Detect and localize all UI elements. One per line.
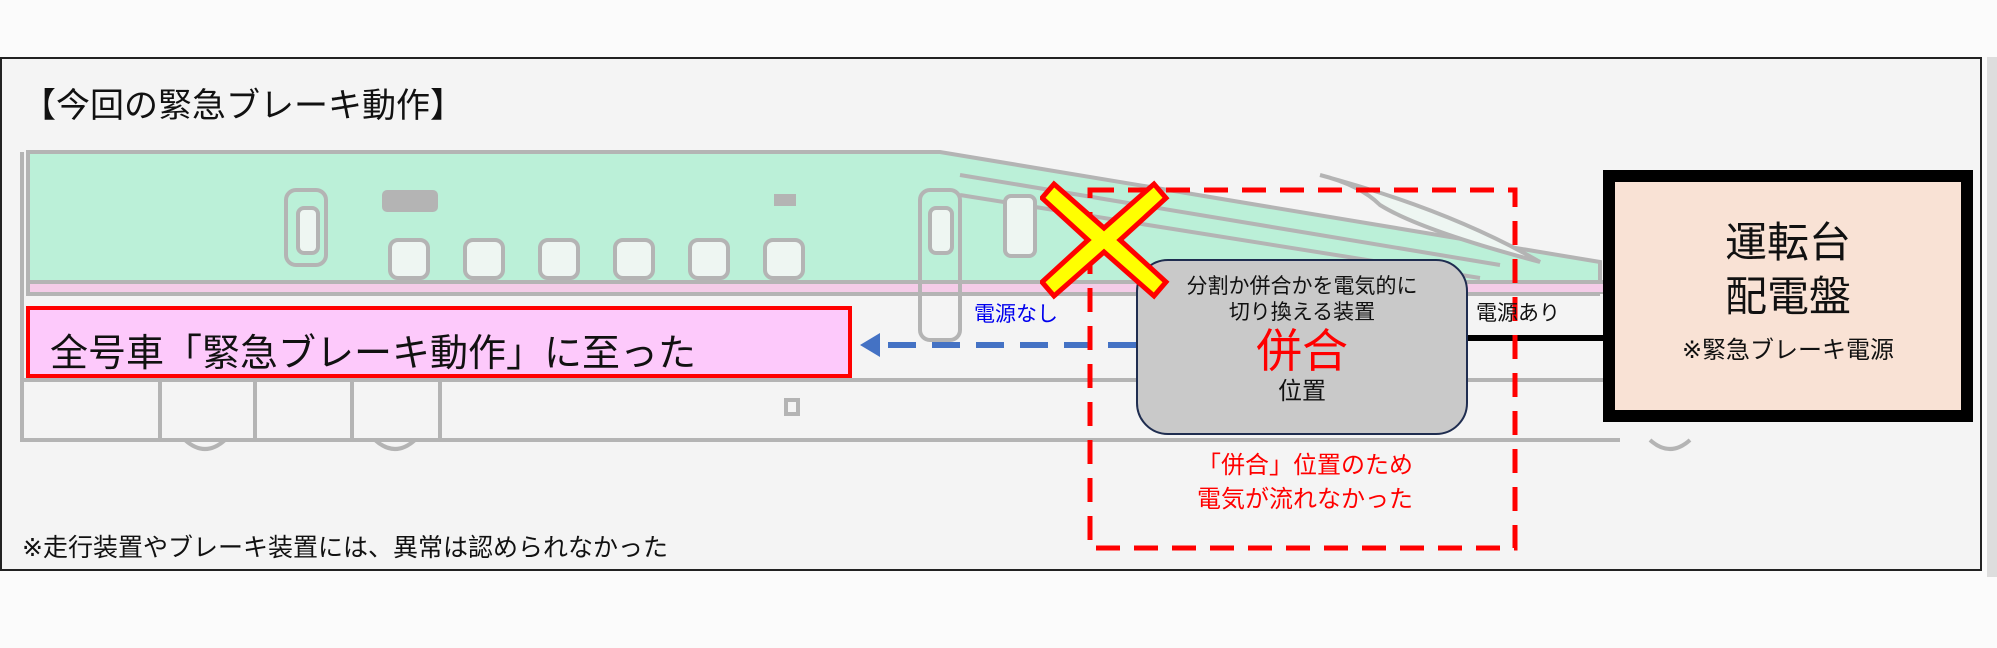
diagram-title: 【今回の緊急ブレーキ動作】 [22, 86, 464, 126]
panel-line-2: 配電盤 [1724, 272, 1851, 321]
explanation-line-1: 「併合」位置のため [1197, 451, 1413, 479]
device-description-1: 分割か併合かを電気的に [1186, 274, 1418, 298]
cross-mark-icon [1040, 180, 1170, 300]
device-state-suffix: 位置 [1278, 377, 1326, 405]
scrollbar[interactable] [1987, 57, 1997, 577]
problem-area-dashed-box [1087, 187, 1518, 551]
device-state: 併合 [1256, 324, 1348, 378]
no-power-label: 電源なし [974, 302, 1058, 326]
arrow-head-icon [860, 333, 880, 357]
cab-distribution-panel: 運転台 配電盤 ※緊急ブレーキ電源 [1603, 170, 1973, 422]
explanation-line-2: 電気が流れなかった [1197, 485, 1413, 513]
explanation-note: 「併合」位置のため 電気が流れなかった [1120, 448, 1490, 516]
device-description-2: 切り換える装置 [1228, 300, 1376, 324]
footer-note: ※走行装置やブレーキ装置には、異常は認められなかった [22, 533, 668, 562]
result-box: 全号車「緊急ブレーキ動作」に至った [26, 306, 852, 378]
panel-note: ※緊急ブレーキ電源 [1681, 336, 1895, 364]
split-merge-switch-device: 分割か併合かを電気的に 切り換える装置 併合 位置 [1136, 259, 1468, 435]
panel-line-1: 運転台 [1724, 218, 1851, 267]
result-text: 全号車「緊急ブレーキ動作」に至った [50, 331, 697, 375]
power-label: 電源あり [1476, 301, 1560, 325]
